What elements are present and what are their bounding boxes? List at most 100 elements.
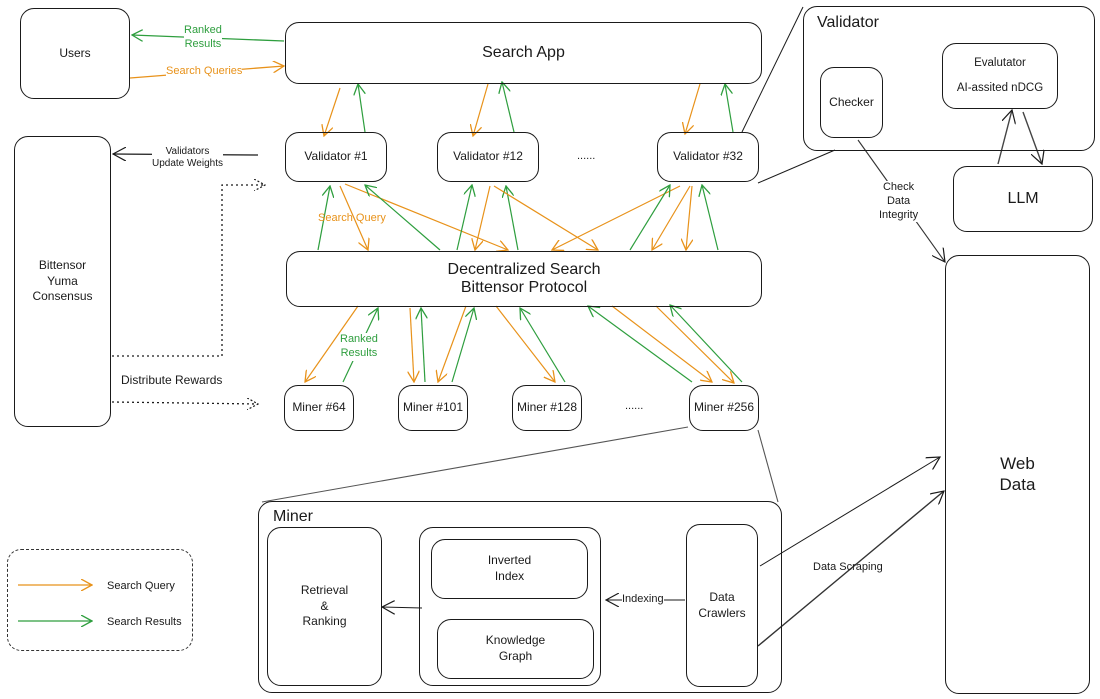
consensus-line-2: Yuma (47, 273, 78, 288)
search-results-arrow (629, 185, 670, 251)
knowledge-graph-node[interactable]: Knowledge Graph (437, 619, 594, 679)
checker-node[interactable]: Checker (820, 67, 883, 138)
search-query-label: Search Query (318, 212, 386, 224)
distribute-rewards-label: Distribute Rewards (121, 373, 223, 388)
crawlers-line-1: Data (709, 589, 735, 604)
search-query-arrow (493, 185, 598, 250)
data-crawlers-node[interactable]: Data Crawlers (686, 524, 758, 687)
inverted-index-node[interactable]: Inverted Index (431, 539, 588, 599)
miner-label: Miner #101 (402, 400, 464, 415)
validators-ellipsis: ...... (577, 150, 596, 162)
miners-ellipsis: ...... (625, 400, 644, 412)
reward-to-validators-edge (112, 185, 265, 357)
knowledge-graph-line-2: Graph (498, 649, 533, 663)
search-query-arrow (438, 305, 467, 382)
inverted-index-line-1: Inverted (487, 553, 532, 568)
retrieval-ranking-node[interactable]: Retrieval & Ranking (267, 527, 382, 686)
search-queries-label: Search Queries (166, 65, 243, 79)
search-results-arrow (317, 186, 330, 251)
data-scraping-edge-1 (759, 457, 940, 567)
validator-label: Validator #12 (453, 149, 523, 164)
search-query-arrow (410, 307, 414, 382)
check-integrity-line-1: Check (882, 181, 915, 193)
validator-node[interactable]: Validator #1 (285, 132, 387, 182)
connector-line (741, 6, 804, 133)
search-app-node[interactable]: Search App (285, 22, 762, 84)
search-query-arrow (652, 185, 691, 250)
web-data-node[interactable]: Web Data (945, 255, 1090, 694)
legend-query-label: Search Query (107, 580, 175, 592)
search-results-arrow (451, 308, 474, 383)
validator-label: Validator #32 (673, 149, 743, 164)
reward-to-miners-edge (111, 402, 258, 404)
protocol-line-1: Decentralized Search (447, 260, 601, 278)
connector-line (997, 110, 1012, 165)
check-integrity-line-2: Data (886, 194, 911, 207)
update-weights-line-2: Update Weights (152, 157, 223, 169)
search-results-arrow (456, 185, 472, 251)
llm-node[interactable]: LLM (953, 166, 1093, 232)
search-results-arrow (725, 84, 734, 133)
evaluator-line-1: Evalutator (974, 57, 1026, 70)
connector-line (261, 426, 689, 503)
search-query-arrow (305, 305, 359, 382)
connector-line (757, 149, 836, 184)
search-results-arrow (670, 305, 743, 383)
search-query-arrow (552, 185, 681, 250)
update-weights-line-1: Validators (165, 146, 210, 157)
validator-node[interactable]: Validator #32 (657, 132, 759, 182)
evaluator-line-2: AI-assited nDCG (956, 82, 1044, 94)
data-scraping-label: Data Scraping (813, 561, 883, 573)
miner-label: Miner #64 (292, 400, 346, 415)
miner-detail-title: Miner (273, 508, 314, 525)
validator-label: Validator #1 (304, 149, 368, 164)
crawlers-line-2: Crawlers (698, 605, 746, 620)
connector-line (1022, 111, 1042, 164)
retrieval-line-1: Retrieval (300, 583, 349, 598)
search-results-arrow (421, 308, 425, 383)
ranked-results-mid-line-1: Ranked (340, 333, 378, 345)
ranked-results-line-1: Ranked (184, 24, 222, 36)
miner-node[interactable]: Miner #128 (512, 385, 582, 431)
inverted-index-line-2: Index (494, 569, 525, 583)
llm-label: LLM (1007, 189, 1039, 207)
miner-detail-container (258, 501, 782, 693)
web-data-line-2: Data (999, 474, 1036, 494)
miner-node[interactable]: Miner #256 (689, 385, 759, 431)
search-results-arrow (520, 308, 566, 383)
index-store-group (419, 527, 601, 686)
search-query-arrow (495, 305, 555, 382)
protocol-line-2: Bittensor Protocol (460, 279, 588, 296)
search-query-arrow (473, 83, 489, 136)
miner-label: Miner #256 (693, 400, 755, 415)
miner-node[interactable]: Miner #64 (284, 385, 354, 431)
ranked-results-label: Ranked Results (184, 24, 222, 52)
miner-node[interactable]: Miner #101 (398, 385, 468, 431)
protocol-node[interactable]: Decentralized Search Bittensor Protocol (286, 251, 762, 307)
check-integrity-label: Check Data Integrity (879, 181, 919, 223)
retrieval-line-2: & (320, 598, 329, 613)
check-integrity-line-3: Integrity (879, 208, 919, 221)
search-results-arrow (506, 186, 519, 251)
update-weights-label: Validators Update Weights (152, 146, 223, 169)
evaluator-node[interactable]: Evalutator AI-assited nDCG (942, 43, 1058, 109)
search-query-arrow (611, 305, 712, 382)
search-query-arrow (685, 83, 701, 134)
search-query-arrow (686, 185, 692, 250)
web-data-line-1: Web (1000, 454, 1035, 474)
search-results-arrow (365, 185, 441, 251)
retrieval-line-3: Ranking (302, 614, 347, 629)
validator-node[interactable]: Validator #12 (437, 132, 539, 182)
consensus-line-1: Bittensor (38, 258, 87, 273)
data-scraping-edge-2 (757, 491, 944, 647)
consensus-node[interactable]: Bittensor Yuma Consensus (14, 136, 111, 427)
ranked-results-line-2: Results (184, 37, 222, 50)
connector-line (757, 429, 779, 503)
search-query-arrow (475, 185, 491, 250)
users-label: Users (59, 45, 91, 60)
users-node[interactable]: Users (20, 8, 130, 99)
ranked-results-mid-label: Ranked Results (340, 333, 378, 361)
legend (7, 549, 193, 651)
ranked-results-mid-line-2: Results (340, 346, 378, 359)
